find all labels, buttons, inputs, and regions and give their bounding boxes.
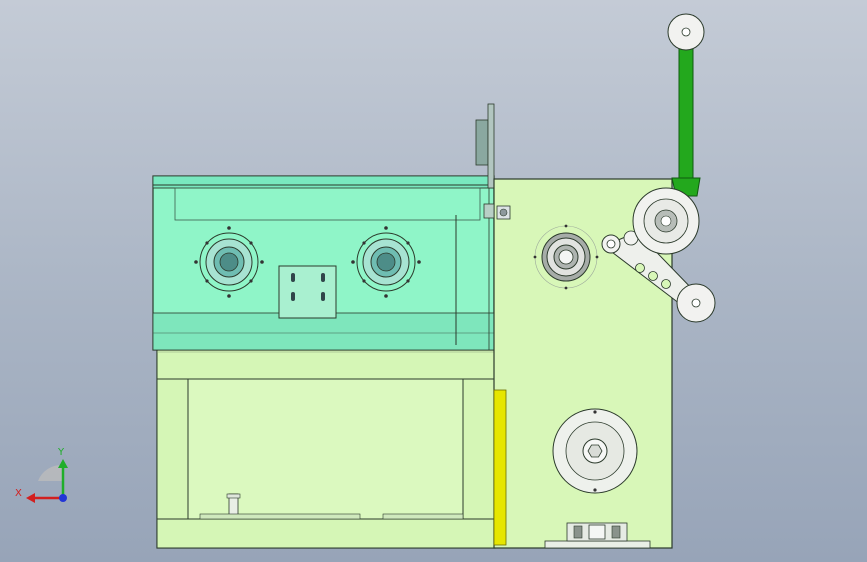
right-spindle: [351, 226, 421, 298]
bottom-clamp: [566, 522, 628, 542]
dancer-pulley: [632, 187, 700, 255]
top-pulley: [667, 13, 705, 51]
lower-pulley: [676, 283, 716, 323]
frame-post: [226, 493, 241, 517]
triad-x-arrowhead: [26, 493, 35, 503]
left-spindle: [194, 226, 264, 298]
triad-y-label: Y: [57, 447, 65, 458]
guide-roller: [533, 224, 599, 290]
triad-y-arrowhead: [58, 459, 68, 468]
panel-fitting: [483, 203, 511, 220]
rear-bracket: [475, 103, 495, 189]
tension-arm: [671, 39, 701, 197]
spool-flange: [552, 408, 638, 494]
axis-triad[interactable]: X Y: [15, 447, 68, 503]
triad-x-label: X: [15, 488, 22, 499]
base-frame: [156, 346, 496, 549]
mount-plate: [278, 265, 337, 319]
triad-z-axis: [59, 494, 67, 502]
